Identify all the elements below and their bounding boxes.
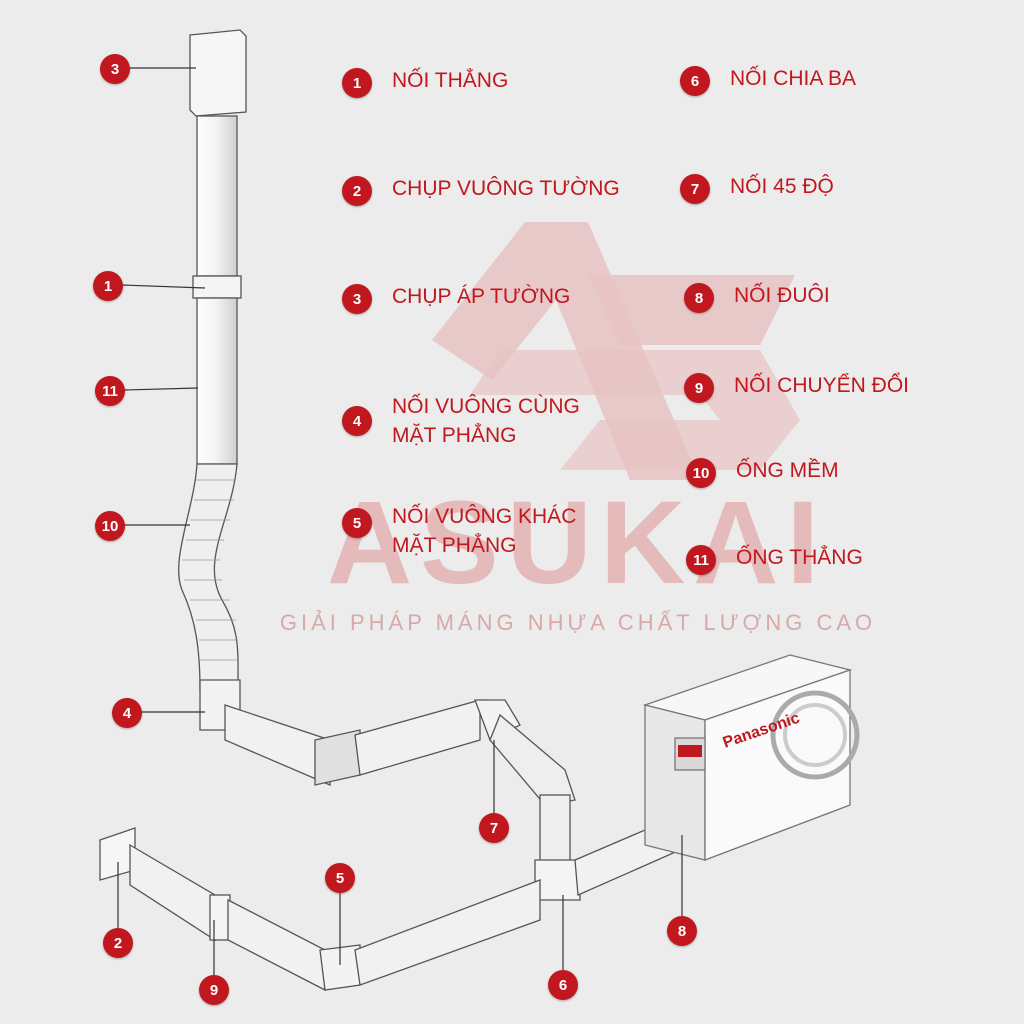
callout-7: 7	[479, 813, 509, 843]
vertical-pipe-upper	[196, 115, 238, 277]
legend-label: NỐI CHUYỂN ĐỔI	[734, 374, 910, 397]
legend-item-3: 3 CHỤP ÁP TƯỜNG	[342, 284, 570, 314]
callout-8: 8	[667, 916, 697, 946]
legend-label: NỐI ĐUÔI	[734, 284, 830, 307]
wall-cover-top	[189, 29, 247, 117]
legend-label: ỐNG THẲNG	[736, 546, 863, 569]
legend-label: NỐI 45 ĐỘ	[730, 175, 834, 198]
lower-pipe-left	[129, 843, 216, 942]
outdoor-unit	[642, 654, 860, 861]
callout-11: 11	[95, 376, 125, 406]
callout-4: 4	[112, 698, 142, 728]
callout-9: 9	[199, 975, 229, 1005]
legend-label: NỐI CHIA BA	[730, 67, 857, 90]
legend-item-2: 2 CHỤP VUÔNG TƯỜNG	[342, 176, 620, 206]
tee-joint	[534, 859, 581, 901]
legend-label: ỐNG MỀM	[736, 459, 839, 482]
vertical-pipe-lower	[196, 297, 238, 465]
pipe-to-45	[354, 699, 481, 776]
lower-pipe-mid	[227, 898, 326, 992]
callout-3-top: 3	[100, 54, 130, 84]
horizontal-pipe-1	[224, 704, 331, 786]
diagonal-pipe	[489, 713, 576, 806]
straight-joint-1	[192, 275, 242, 299]
vertical-drop	[539, 794, 571, 866]
legend-label: CHỤP VUÔNG TƯỜNG	[392, 177, 620, 200]
watermark-tagline: GIẢI PHÁP MÁNG NHỰA CHẤT LƯỢNG CAO	[279, 610, 877, 635]
legend-item-9: 9 NỐI CHUYỂN ĐỔI	[684, 373, 909, 403]
callout-5: 5	[325, 863, 355, 893]
callout-6: 6	[548, 970, 578, 1000]
legend-item-7: 7 NỐI 45 ĐỘ	[680, 174, 834, 204]
legend-item-6: 6 NỐI CHIA BA	[680, 66, 856, 96]
legend-item-10: 10 ỐNG MỀM	[686, 458, 839, 488]
horizontal-pipe-1-side	[314, 729, 361, 786]
legend-item-8: 8 NỐI ĐUÔI	[684, 283, 830, 313]
legend-label: NỐI THẲNG	[392, 69, 509, 92]
legend-item-11: 11 ỐNG THẲNG	[686, 545, 863, 575]
callout-10: 10	[95, 511, 125, 541]
flexible-hose	[178, 463, 239, 691]
callout-1: 1	[93, 271, 123, 301]
adapter-joint	[209, 894, 231, 941]
callout-2: 2	[103, 928, 133, 958]
legend-item-1: 1 NỐI THẲNG	[342, 68, 508, 98]
legend-label: CHỤP ÁP TƯỜNG	[392, 285, 571, 308]
lower-pipe-right	[354, 879, 541, 986]
watermark-brand: ASUKAI	[326, 477, 828, 609]
